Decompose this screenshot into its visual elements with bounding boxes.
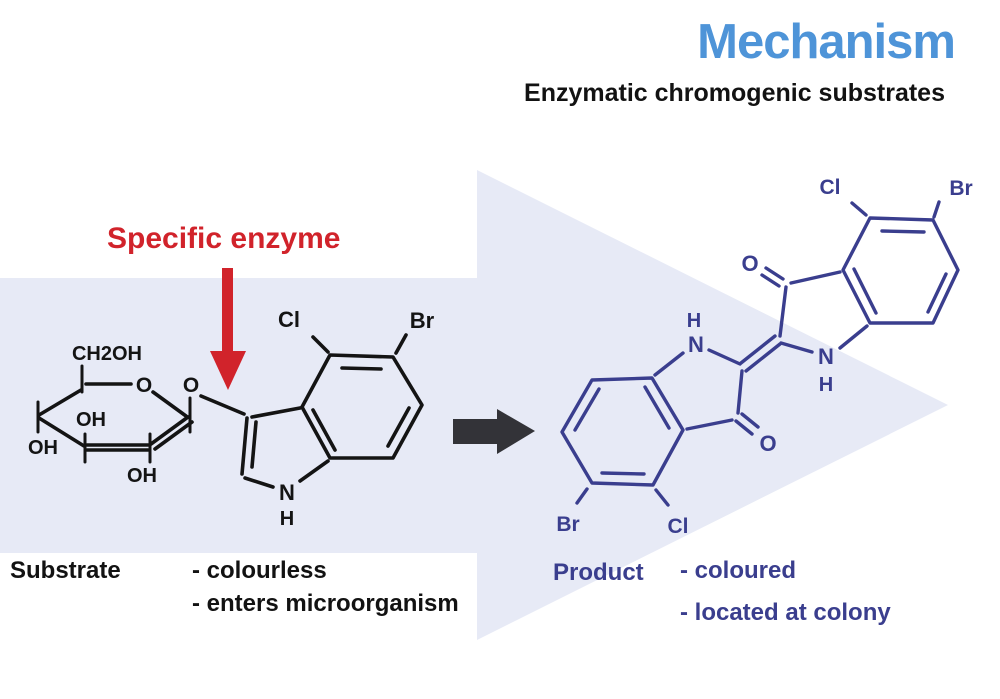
product-structure: Cl Br O H N N H O Br Cl bbox=[556, 176, 972, 538]
atom-label-oh-inner: OH bbox=[76, 409, 106, 431]
substrate-panel-background bbox=[0, 278, 477, 553]
product-property-located: - located at colony bbox=[680, 599, 891, 626]
enzyme-down-arrow-icon bbox=[210, 268, 246, 390]
atom-label-br-bottom: Br bbox=[556, 513, 579, 536]
atom-label-cl-top: Cl bbox=[820, 176, 841, 199]
product-property-coloured: - coloured bbox=[680, 557, 797, 584]
atom-label-br: Br bbox=[410, 308, 435, 333]
substrate-property-colourless: - colourless bbox=[192, 557, 327, 584]
atom-label-n-right: N bbox=[818, 344, 834, 369]
product-triangle-background bbox=[477, 170, 948, 640]
atom-label-h-right: H bbox=[819, 374, 833, 396]
atom-label-cl: Cl bbox=[278, 307, 300, 332]
atom-label-glycosidic-o: O bbox=[183, 374, 199, 397]
atom-label-oh-left: OH bbox=[28, 437, 58, 459]
substrate-structure: CH2OH O O OH OH OH Cl Br N H bbox=[28, 307, 435, 530]
page-subtitle: Enzymatic chromogenic substrates bbox=[524, 79, 945, 107]
atom-label-oh-bottom: OH bbox=[127, 465, 157, 487]
substrate-name-label: Substrate bbox=[10, 557, 121, 584]
product-name-label: Product bbox=[553, 559, 644, 586]
atom-label-n: N bbox=[279, 480, 295, 505]
atom-label-br-top: Br bbox=[949, 177, 972, 200]
page-title: Mechanism bbox=[697, 15, 956, 69]
reaction-right-arrow-icon bbox=[453, 409, 535, 454]
atom-label-h: H bbox=[280, 508, 294, 530]
substrate-property-enters: - enters microorganism bbox=[192, 590, 459, 617]
atom-label-o-bottom: O bbox=[759, 431, 776, 456]
atom-label-h-left: H bbox=[687, 310, 701, 332]
atom-label-n-left: N bbox=[688, 332, 704, 357]
atom-label-o-top: O bbox=[741, 251, 758, 276]
atom-label-ring-o: O bbox=[136, 374, 152, 397]
specific-enzyme-label: Specific enzyme bbox=[107, 222, 341, 255]
atom-label-ch2oh: CH2OH bbox=[72, 343, 142, 365]
atom-label-cl-bottom: Cl bbox=[668, 515, 689, 538]
